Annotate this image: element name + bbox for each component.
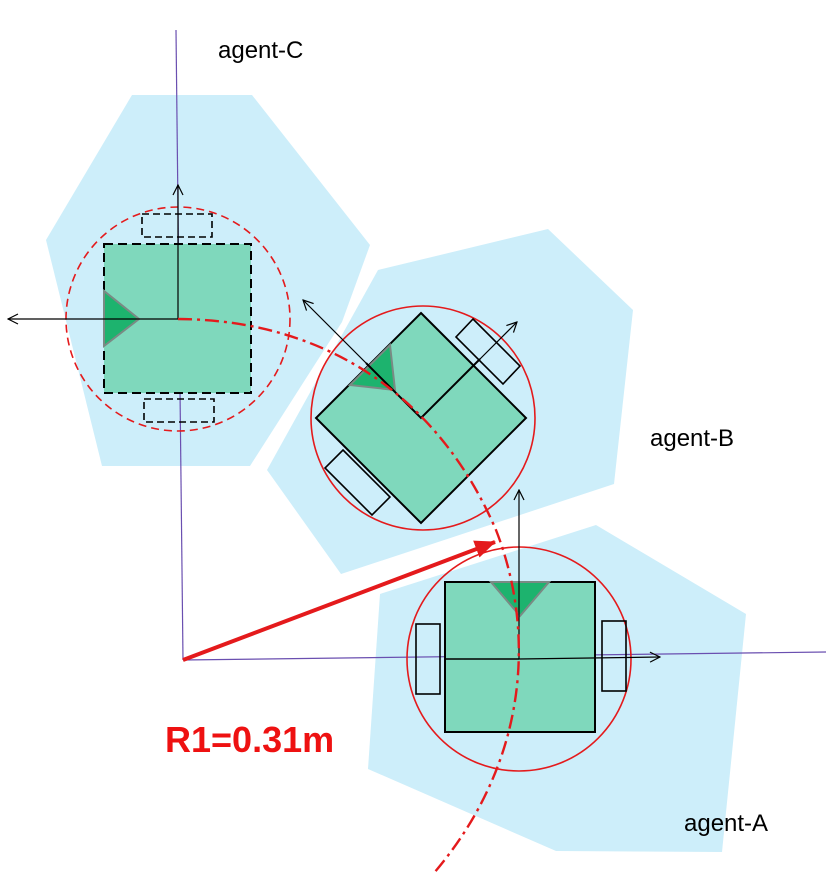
agent-c-wheel-top <box>141 213 213 238</box>
agent-c-wheel-bottom <box>143 398 215 423</box>
agent-b-label: agent-B <box>650 425 734 452</box>
agent-c-robot <box>8 185 291 432</box>
trajectory-path <box>177 317 520 873</box>
agent-a-label: agent-A <box>684 810 768 837</box>
agent-a-x-axis-arrow <box>518 657 660 659</box>
agent-a-wheel-right <box>601 620 627 692</box>
agent-b-x-axis-arrow <box>303 300 367 364</box>
agent-b-safety-circle <box>310 305 536 531</box>
agent-b-wheel-lower <box>323 448 392 517</box>
agent-b-frame-lines <box>365 358 481 420</box>
agent-a-wheel-left <box>415 623 441 695</box>
radius-label: R1=0.31m <box>165 719 334 760</box>
agent-b-y-axis-arrow <box>479 322 517 360</box>
agent-c-label: agent-C <box>218 37 303 64</box>
agent-a-heading-triangle-icon <box>488 581 552 618</box>
agent-b-heading-triangle-icon <box>347 342 397 392</box>
agent-a-robot <box>406 490 660 772</box>
agent-b-wheel-upper <box>454 317 522 386</box>
radius-arrow <box>182 540 496 662</box>
agent-b-robot <box>303 300 536 531</box>
